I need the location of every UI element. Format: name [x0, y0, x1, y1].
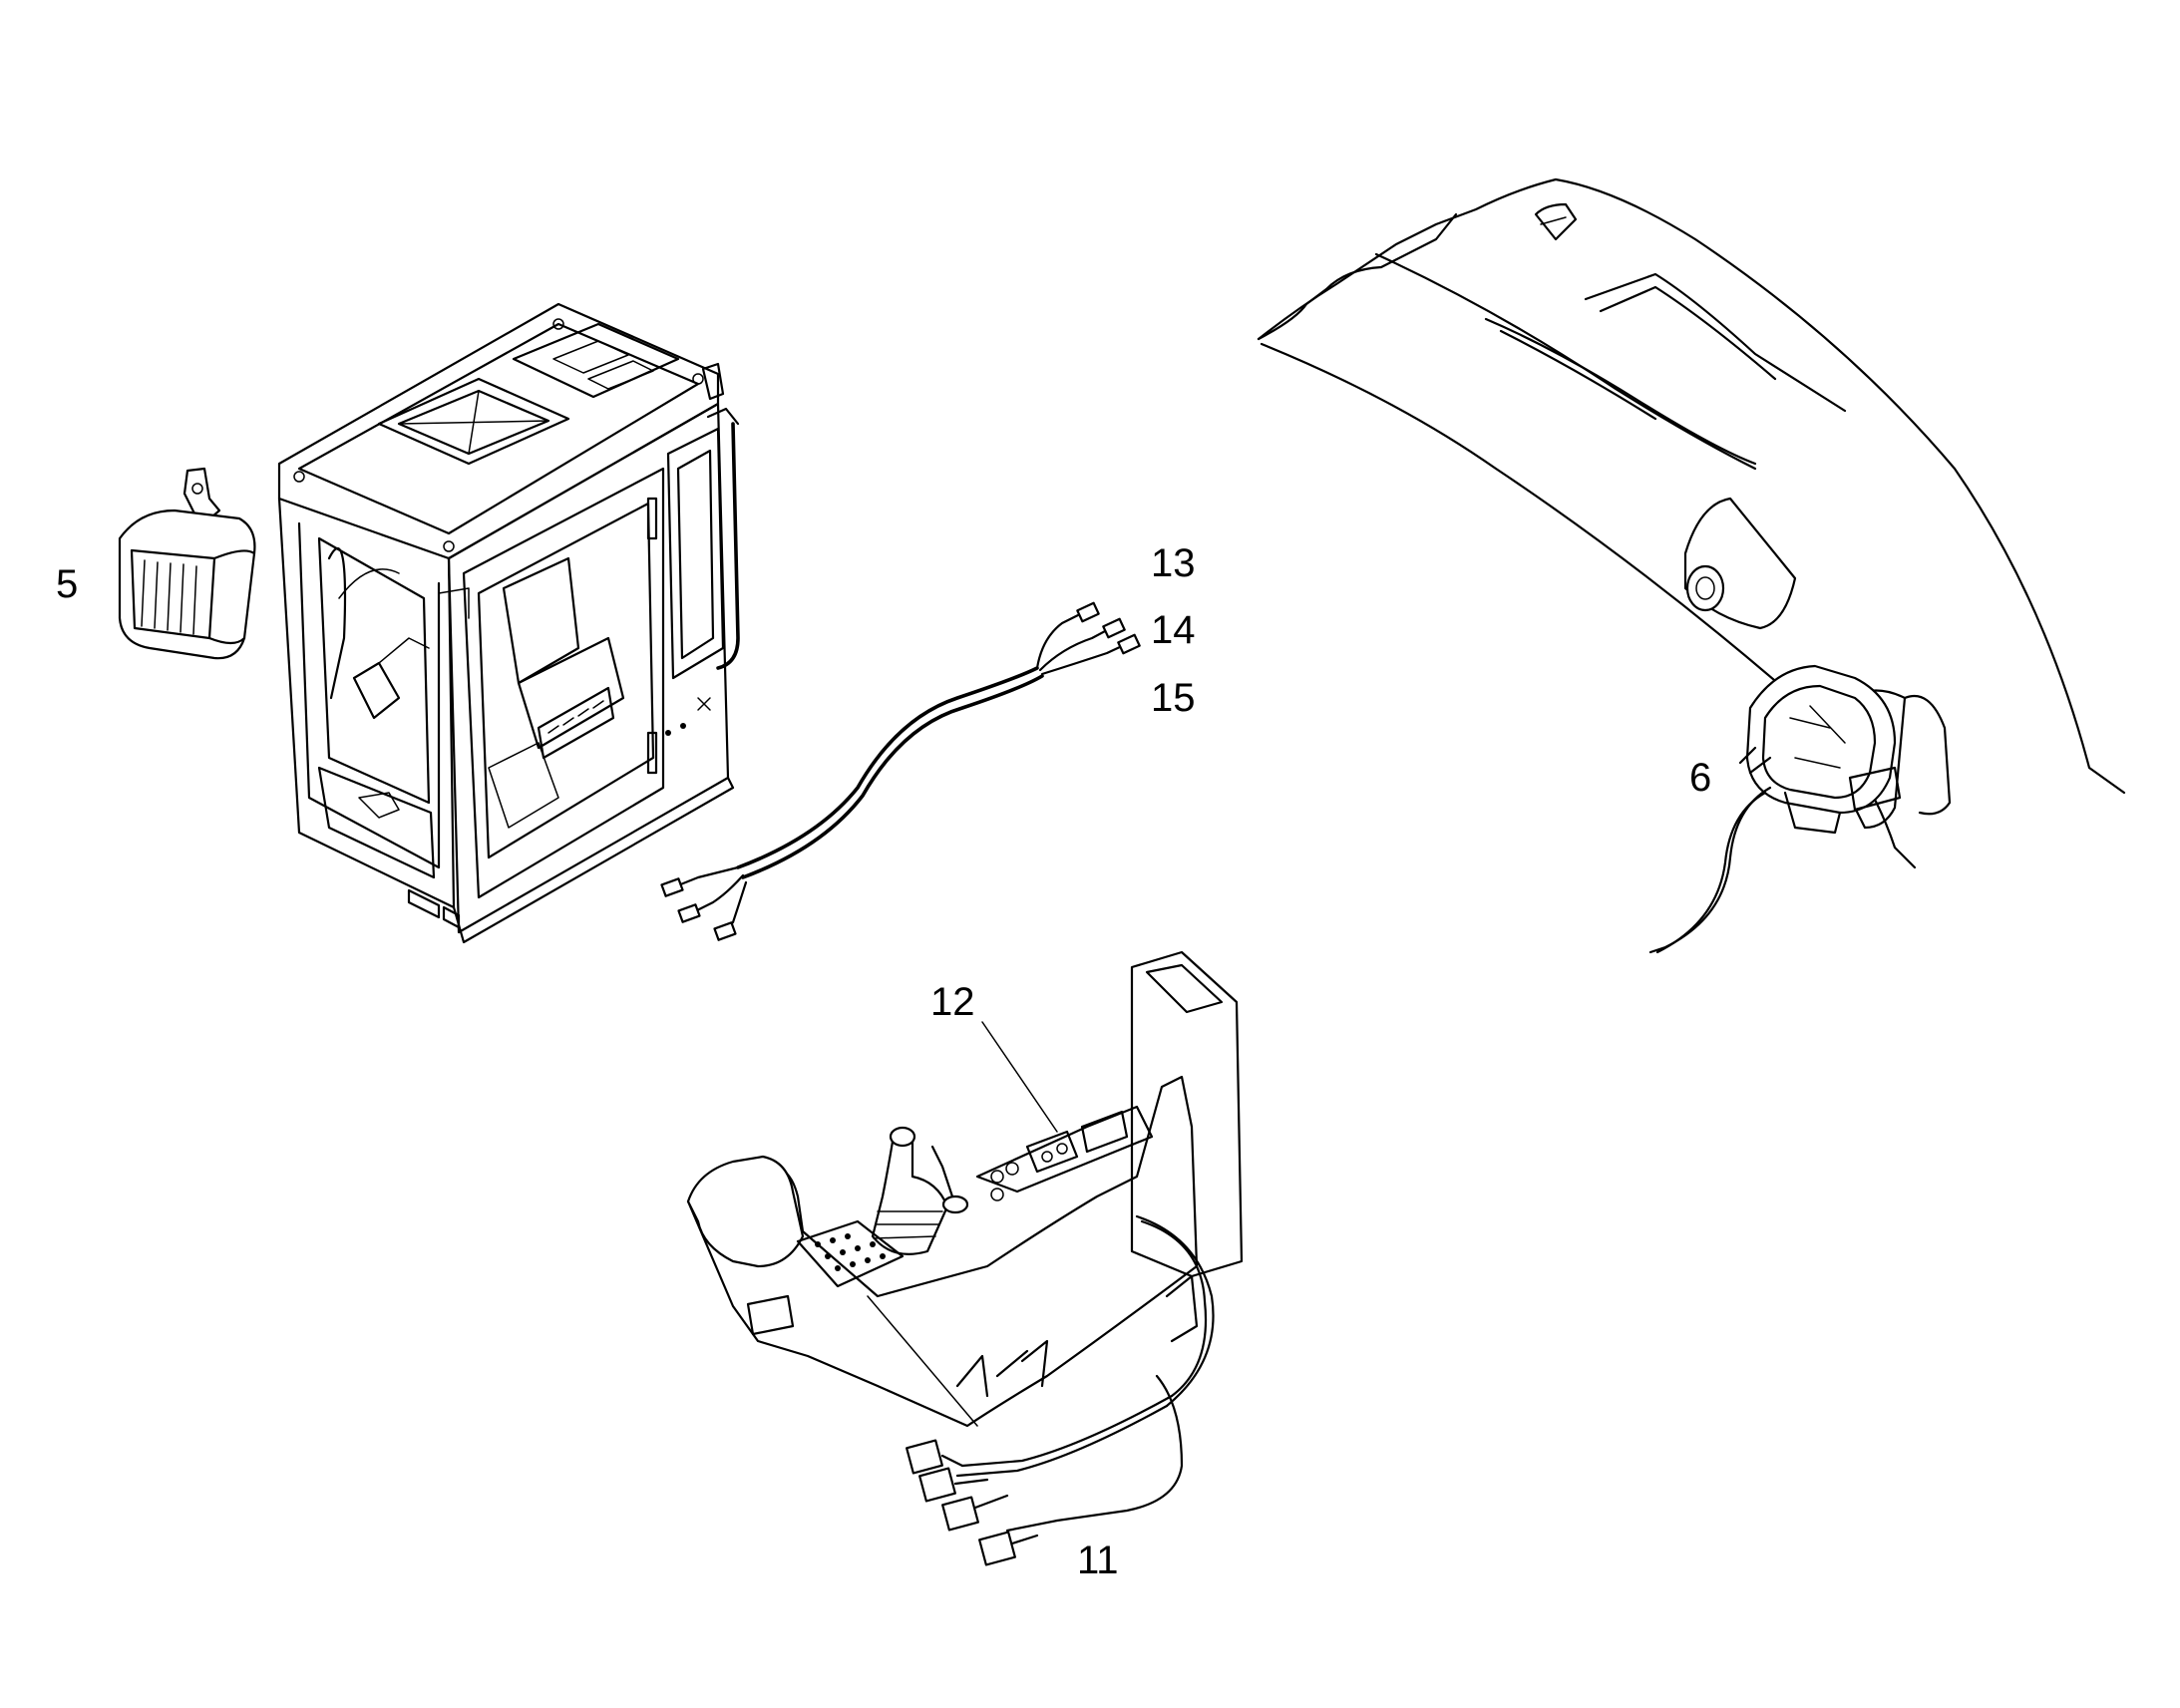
- callout-6: 6: [1689, 756, 1712, 800]
- work-lamp-part-5: [118, 467, 256, 660]
- callout-13: 13: [1151, 541, 1196, 585]
- control-console: [686, 950, 1244, 1566]
- callout-14: 14: [1151, 608, 1196, 652]
- boom-with-lamp: [1257, 177, 2126, 954]
- callout-5: 5: [56, 562, 79, 606]
- leader-line-12: [981, 1021, 1058, 1133]
- callout-15: 15: [1151, 676, 1196, 720]
- operator-cab: [277, 302, 740, 944]
- callout-12: 12: [930, 980, 975, 1024]
- wiring-harness-13-14-15: [660, 601, 1141, 941]
- callout-11: 11: [1077, 1538, 1119, 1582]
